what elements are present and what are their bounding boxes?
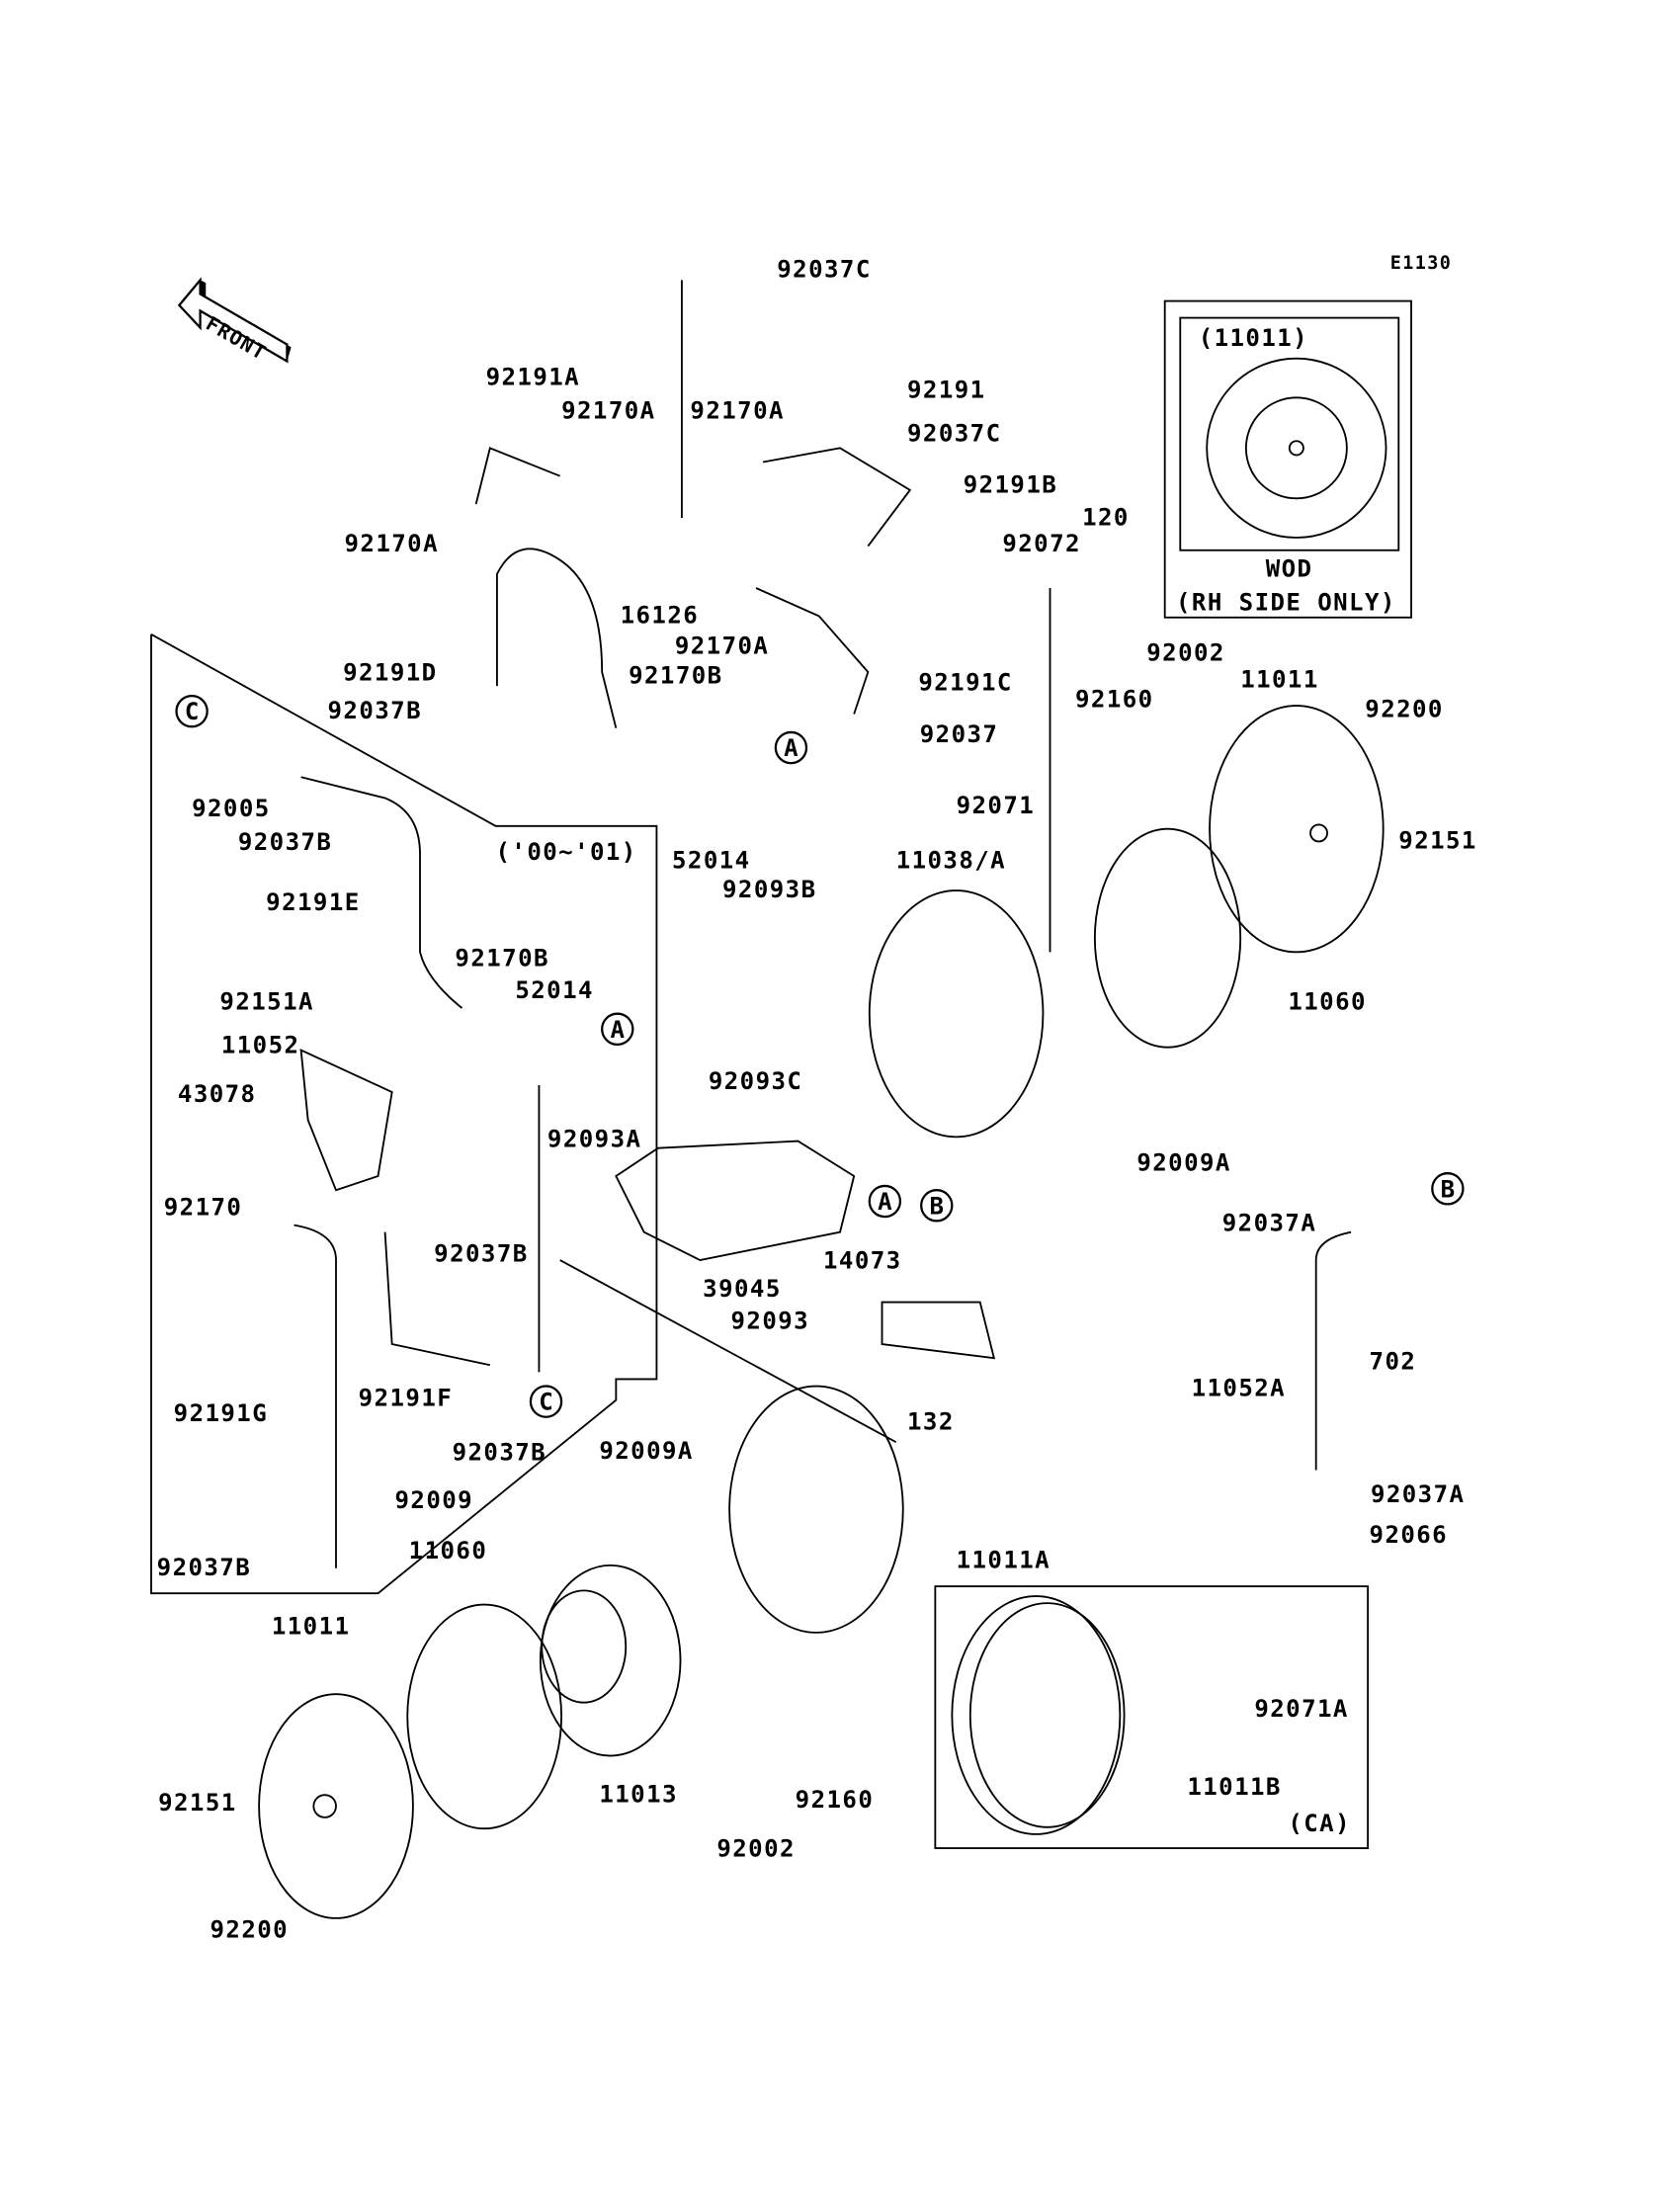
part-label-92160: 92160 (1075, 685, 1154, 713)
part-label-52014: 52014 (672, 846, 751, 874)
part-label-92037a: 92037A (1222, 1209, 1316, 1236)
ref-marker-c: C (529, 1385, 563, 1418)
diagram-code: E1130 (1390, 253, 1453, 274)
ref-marker-b: B (1431, 1172, 1465, 1206)
part-label-120: 120 (1082, 503, 1130, 531)
part-label-14073: 14073 (823, 1247, 902, 1275)
year-region-outline (150, 633, 658, 1595)
part-label-92009a: 92009A (599, 1437, 693, 1465)
part-label-92093: 92093 (731, 1307, 810, 1334)
part-label-92191b: 92191B (964, 471, 1057, 499)
part-label-39045: 39045 (703, 1275, 782, 1303)
part-label-92170b: 92170B (455, 945, 548, 972)
part-label-92002: 92002 (716, 1835, 796, 1863)
part-label-11011: 11011 (272, 1612, 351, 1640)
part-label-92009: 92009 (395, 1486, 474, 1514)
part-label-92170a: 92170A (690, 397, 784, 425)
part-label-92037b: 92037B (238, 828, 332, 856)
part-label-92191d: 92191D (343, 659, 437, 687)
part-label-11060: 11060 (409, 1537, 488, 1564)
part-label-92191g: 92191G (174, 1399, 268, 1427)
part-label-92009a: 92009A (1136, 1148, 1230, 1176)
front-arrow-icon: FRONT (177, 277, 292, 365)
part-label-92151a: 92151A (219, 987, 313, 1015)
part-label-92170: 92170 (164, 1194, 243, 1222)
part-label-92037c: 92037C (907, 419, 1001, 447)
part-label-92191a: 92191A (486, 364, 580, 391)
ref-marker-a: A (601, 1012, 634, 1046)
part-label-11011: 11011 (1240, 666, 1319, 694)
part-label-11060: 11060 (1288, 987, 1367, 1015)
part-label-92151: 92151 (1398, 827, 1477, 855)
part-label-92037b: 92037B (157, 1554, 251, 1581)
ref-marker-letter: C (185, 698, 199, 725)
ref-marker-letter: C (539, 1389, 553, 1416)
part-label-92037b: 92037B (434, 1239, 528, 1267)
ref-marker-letter: B (1441, 1175, 1456, 1203)
part-label-92066: 92066 (1370, 1521, 1449, 1549)
part-label-52014: 52014 (515, 976, 594, 1004)
part-label-11052: 11052 (221, 1031, 300, 1058)
part-label-92071: 92071 (957, 792, 1036, 819)
part-label-92037c: 92037C (777, 256, 871, 284)
part-label-92200: 92200 (1365, 695, 1444, 722)
part-label-92151: 92151 (158, 1789, 237, 1817)
ref-marker-a: A (868, 1184, 902, 1219)
part-label-92170a: 92170A (675, 633, 769, 660)
part-label-11011b: 11011B (1187, 1773, 1281, 1801)
ref-marker-b: B (920, 1189, 954, 1223)
part-label-92200: 92200 (210, 1916, 290, 1944)
inset-wod-ref: (11011) (1199, 324, 1308, 352)
ref-marker-letter: A (878, 1188, 892, 1216)
part-label-92072: 92072 (1002, 530, 1081, 557)
part-label-702: 702 (1370, 1348, 1417, 1376)
part-label-11011a: 11011A (957, 1547, 1050, 1574)
part-label-11038a: 11038/A (896, 846, 1006, 874)
part-label-92191f: 92191F (359, 1384, 453, 1411)
part-shapes (258, 280, 1385, 1919)
part-label-92191e: 92191E (266, 888, 360, 916)
part-label-92093b: 92093B (722, 876, 816, 903)
part-label-92037a: 92037A (1371, 1480, 1465, 1508)
part-label-92037b: 92037B (453, 1439, 546, 1467)
part-label-92170a: 92170A (561, 397, 655, 425)
inset-ca: (CA) (934, 1585, 1370, 1849)
part-label-92037: 92037 (920, 720, 999, 748)
inset-wod-note: (RH SIDE ONLY) (1176, 589, 1396, 617)
part-label-92002: 92002 (1146, 639, 1225, 667)
inset-wod: (11011) WOD (RH SIDE ONLY) (1163, 299, 1412, 619)
part-label-16126: 16126 (621, 601, 700, 629)
ref-marker-letter: B (930, 1192, 945, 1220)
part-label-92005: 92005 (192, 795, 271, 822)
part-label-11052a: 11052A (1192, 1374, 1286, 1401)
inset-wod-title: WOD (1266, 555, 1313, 583)
part-label-43078: 43078 (178, 1080, 257, 1108)
part-label-92170b: 92170B (629, 661, 722, 689)
year-note: ('00~'01) (496, 838, 637, 866)
part-label-92093a: 92093A (547, 1125, 641, 1152)
part-label-92037b: 92037B (328, 697, 422, 724)
inset-ca-note: (CA) (1288, 1810, 1351, 1837)
ref-marker-c: C (175, 694, 209, 728)
part-label-92071a: 92071A (1254, 1695, 1348, 1723)
part-label-132: 132 (907, 1407, 955, 1435)
part-label-11013: 11013 (599, 1780, 678, 1808)
ref-marker-letter: A (611, 1016, 626, 1044)
part-label-92170a: 92170A (345, 530, 439, 557)
part-label-92191: 92191 (907, 376, 986, 403)
part-label-92160: 92160 (796, 1786, 875, 1814)
part-label-92191c: 92191C (918, 668, 1012, 696)
ref-marker-letter: A (784, 734, 798, 762)
part-label-92093c: 92093C (709, 1067, 802, 1095)
ref-marker-a: A (774, 730, 808, 765)
